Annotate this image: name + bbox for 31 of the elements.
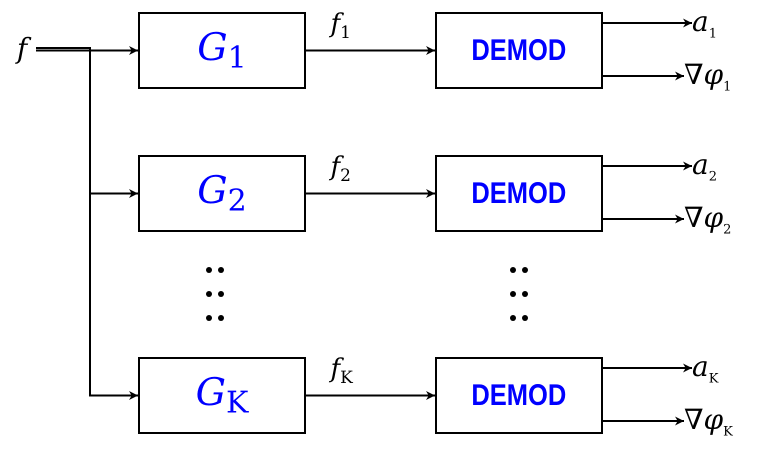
demodulator-label: DEMOD: [472, 378, 566, 412]
filter-box: [138, 357, 306, 434]
demodulator-box: [435, 12, 603, 89]
demodulator-label: DEMOD: [472, 176, 566, 210]
filter-box: [138, 155, 306, 232]
demodulator-box: [435, 155, 603, 232]
edge-label: f$_{K}$: [330, 354, 353, 388]
output-label: a$_{2}$: [692, 148, 717, 184]
output-label: a$_{1}$: [692, 4, 717, 42]
arrow: [306, 189, 435, 198]
arrow: [603, 214, 684, 224]
filter-label: G$_{1}$: [197, 25, 247, 76]
output-label: ∇φ$_{2}$: [684, 200, 732, 238]
demodulator-label: DEMOD: [472, 34, 566, 68]
output-label: ∇φ$_{1}$: [684, 58, 732, 94]
arrow: [36, 46, 138, 55]
demodulator-box: [435, 357, 603, 434]
arrow: [603, 364, 692, 372]
edge-label: f$_{2}$: [330, 152, 351, 186]
output-label: a$_{K}$: [692, 350, 718, 386]
arrow: [306, 391, 435, 400]
output-label: ∇φ$_{K}$: [684, 402, 733, 440]
arrow: [603, 18, 692, 28]
arrow: [603, 162, 692, 170]
arrow: [603, 416, 684, 426]
edge-label: f$_{1}$: [330, 8, 351, 43]
filter-label: G$_{K}$: [196, 370, 248, 421]
filter-box: [138, 12, 306, 89]
arrow: [306, 46, 435, 55]
filter-label: G$_{2}$: [197, 168, 247, 219]
arrow: [603, 72, 684, 80]
